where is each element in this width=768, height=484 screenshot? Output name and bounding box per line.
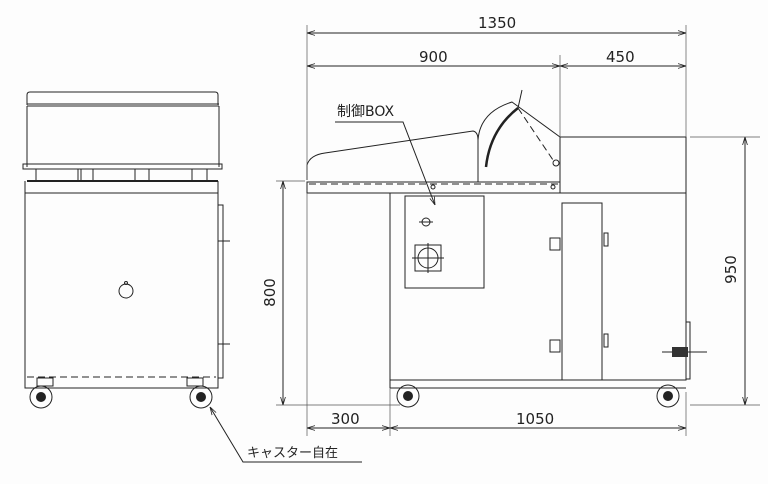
side-caster-left-icon [396,384,420,408]
dim-lower-length: 1050 [516,410,555,428]
dimension-lines [210,25,760,463]
front-side-panel [217,204,224,379]
caster-leader [210,407,362,463]
dim-upper-right-length: 450 [606,48,635,66]
front-caster-right-icon [186,377,213,409]
side-view [306,89,707,408]
control-box-label: 制御BOX [337,104,395,120]
front-body [24,192,219,389]
dim-upper-left-length: 900 [419,48,448,66]
dim-lower-left-offset: 300 [331,410,360,428]
side-caster-right-icon [656,384,680,408]
hood-hump [477,101,561,141]
front-lid [26,91,219,105]
front-caster-left-icon [29,377,54,409]
dim-overall-height: 950 [721,255,740,284]
front-view [22,91,230,409]
caster-label: キャスター自在 [247,446,339,461]
front-handle-icon [118,283,134,299]
front-rail-posts [35,169,208,181]
hood-slope [306,130,479,182]
side-door [561,202,603,381]
side-body [389,192,687,381]
dim-overall-length: 1350 [478,14,517,32]
control-box [404,195,485,289]
control-box-leader [335,121,435,205]
dim-body-height: 800 [260,278,279,307]
